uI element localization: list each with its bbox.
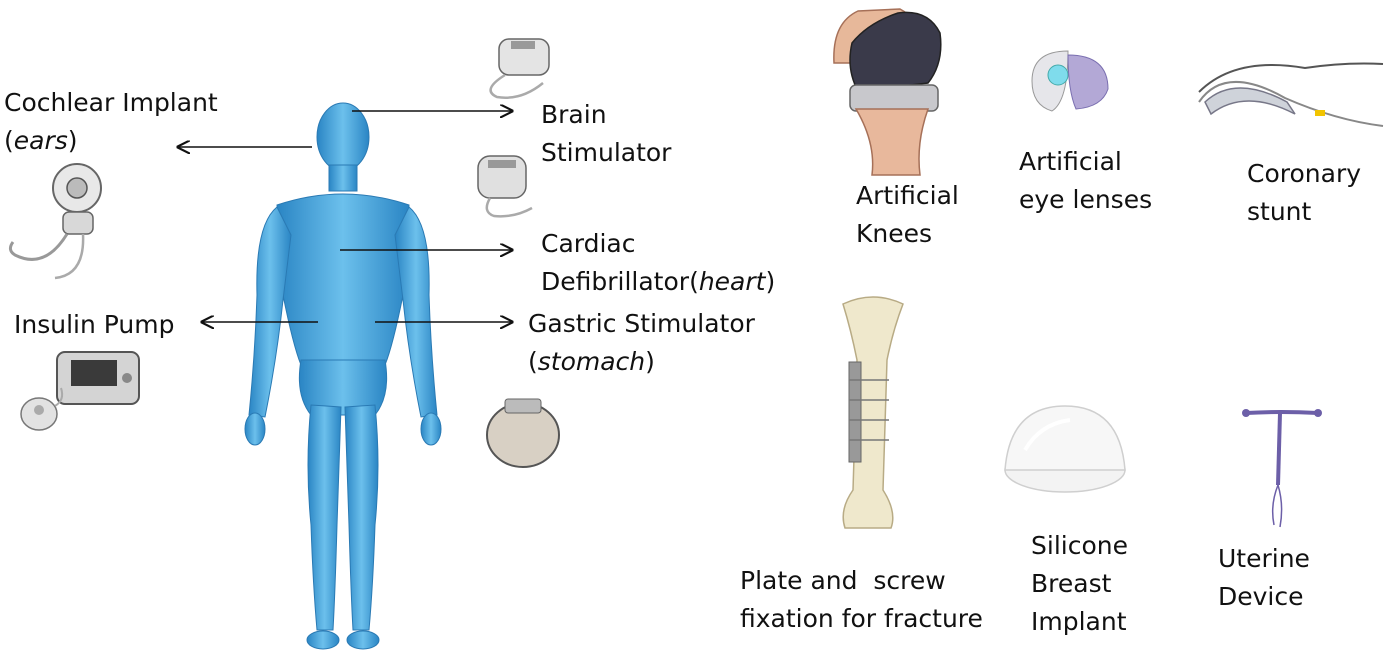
plate-screw-fixation-label: Plate and screw fixation for fracture [740, 566, 983, 633]
brain-stimulator-label: Brain Stimulator [541, 100, 672, 167]
gastric-stimulator-label: Gastric Stimulator (stomach) [528, 309, 755, 376]
brain-stimulator-icon [489, 38, 550, 99]
artificial-knees-label: Artificial Knees [856, 181, 959, 248]
uterine-device-icon [1242, 409, 1322, 528]
eye-lens-icon [1031, 50, 1109, 112]
defibrillator-icon [477, 155, 533, 218]
uterine-device-label: Uterine Device [1218, 544, 1310, 611]
insulin-pump-icon [20, 351, 140, 431]
human-body-figure [244, 102, 442, 650]
breast-implant-icon [1004, 405, 1126, 493]
coronary-stunt-label: Coronary stunt [1247, 159, 1362, 226]
cochlear-implant-label: Cochlear Implant (ears) [4, 88, 218, 155]
insulin-pump-label: Insulin Pump [14, 310, 175, 339]
artificial-knee-icon [833, 8, 942, 176]
cardiac-defibrillator-label: Cardiac Defibrillator(heart) [541, 229, 776, 296]
bone-plate-icon [842, 296, 904, 529]
gastric-stimulator-icon [486, 398, 560, 468]
artificial-eye-lenses-label: Artificial eye lenses [1019, 147, 1153, 214]
silicone-breast-implant-label: Silicone Breast Implant [1031, 531, 1128, 636]
cochlear-implant-icon [8, 163, 102, 280]
coronary-stent-icon [1198, 62, 1384, 127]
